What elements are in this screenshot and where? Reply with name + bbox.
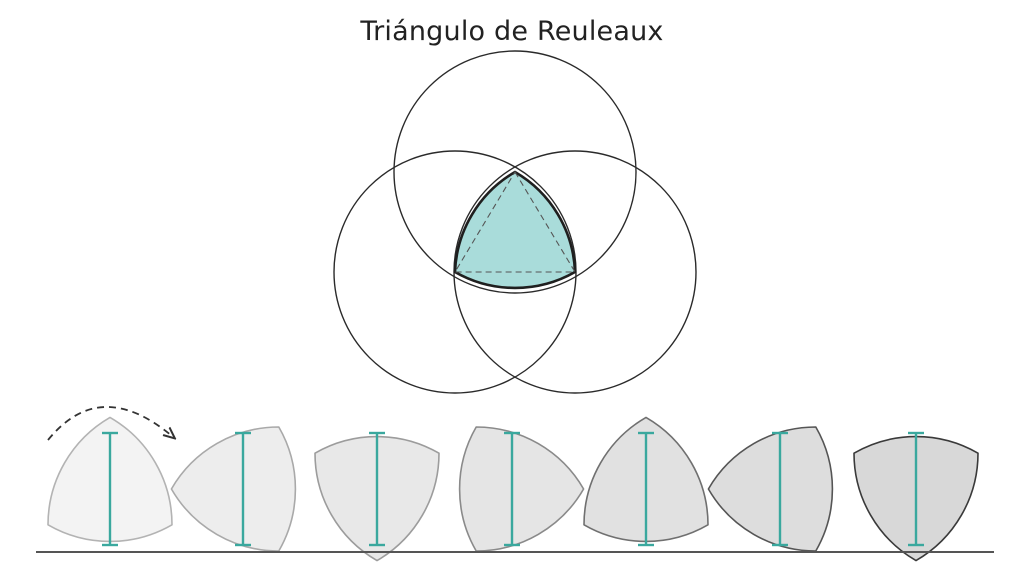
constant-width-bar-1 (102, 431, 118, 547)
diagram-title: Triángulo de Reuleaux (360, 16, 664, 47)
constant-width-bar-3 (369, 431, 385, 547)
constant-width-bar-7 (908, 431, 924, 547)
rolling-reuleaux-shape-4 (458, 426, 585, 552)
constant-width-bar-2 (235, 431, 251, 547)
inscribed-triangle-dashed (454, 170, 576, 273)
constant-width-bar-5 (638, 431, 654, 547)
reuleaux-triangle-highlight (453, 170, 577, 290)
constant-width-bar-4 (504, 431, 520, 547)
constant-width-bar-6 (772, 431, 788, 547)
rotation-arrow-icon (47, 406, 172, 441)
rolling-reuleaux-shape-6 (707, 426, 834, 552)
construction-circle-top (393, 50, 637, 294)
rolling-reuleaux-shape-2 (170, 426, 297, 552)
rolling-sequence (47, 416, 979, 562)
construction-figure (333, 50, 697, 394)
